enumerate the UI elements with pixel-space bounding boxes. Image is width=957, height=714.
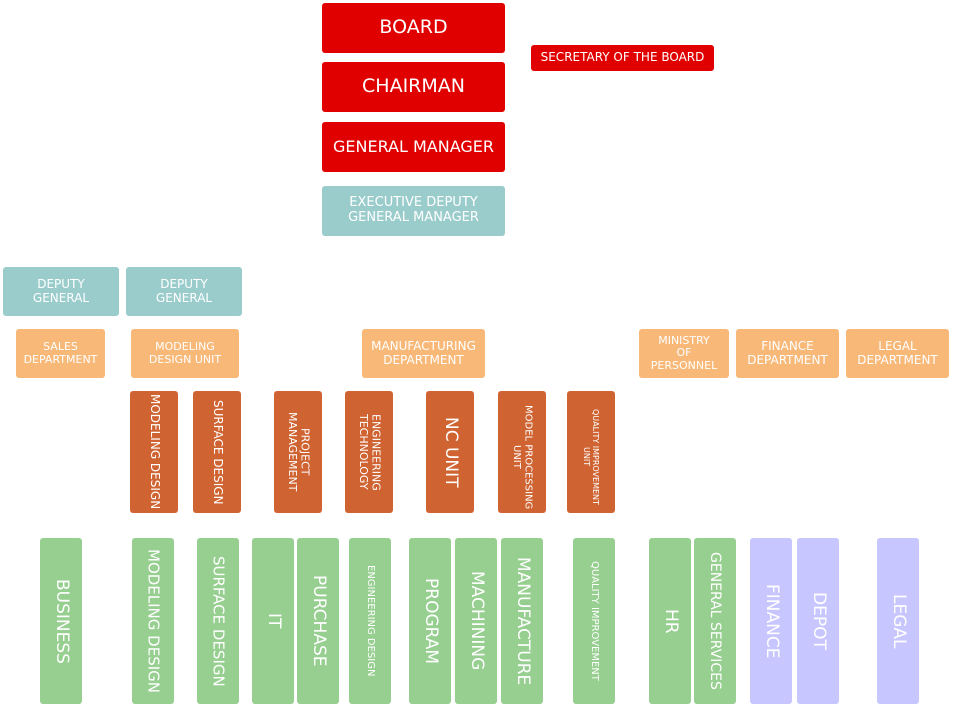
board-box: BOARD xyxy=(322,3,505,53)
deputy-general-box-1: DEPUTY GENERAL xyxy=(3,267,119,316)
secretary-box: SECRETARY OF THE BOARD xyxy=(531,45,714,71)
project-management-unit-column: PROJECT MANAGEMENT xyxy=(274,391,322,513)
depot-team-column: DEPOT xyxy=(797,538,839,704)
machining-team-column: MACHINING xyxy=(455,538,497,704)
business-team-column: BUSINESS xyxy=(40,538,82,704)
general-services-team-column: GENERAL SERVICES xyxy=(694,538,736,704)
modeling-design-unit-column: MODELING DESIGN xyxy=(130,391,178,513)
general-manager-box: GENERAL MANAGER xyxy=(322,122,505,172)
surface-design-unit-column: SURFACE DESIGN xyxy=(193,391,241,513)
quality-improvement-team-column: QUALITY IMPROVEMENT xyxy=(573,538,615,704)
legal-team-column: LEGAL xyxy=(877,538,919,704)
modeling-design-team-column: MODELING DESIGN xyxy=(132,538,174,704)
finance-team-column: FINANCE xyxy=(750,538,792,704)
model-processing-unit-column: MODEL PROCESSING UNIT xyxy=(498,391,546,513)
program-team-column: PROGRAM xyxy=(409,538,451,704)
it-team-column: IT xyxy=(252,538,294,704)
manufacture-team-column: MANUFACTURE xyxy=(501,538,543,704)
finance-department-box: FINANCE DEPARTMENT xyxy=(736,329,839,378)
ministry-of-personnel-box: MINISTRY OF PERSONNEL xyxy=(639,329,729,378)
executive-deputy-box: EXECUTIVE DEPUTY GENERAL MANAGER xyxy=(322,186,505,236)
legal-department-box: LEGAL DEPARTMENT xyxy=(846,329,949,378)
manufacturing-department-box: MANUFACTURING DEPARTMENT xyxy=(362,329,485,378)
hr-team-column: HR xyxy=(649,538,691,704)
chairman-box: CHAIRMAN xyxy=(322,62,505,112)
purchase-team-column: PURCHASE xyxy=(297,538,339,704)
deputy-general-box-2: DEPUTY GENERAL xyxy=(126,267,242,316)
modeling-design-unit-box: MODELING DESIGN UNIT xyxy=(131,329,239,378)
nc-unit-column: NC UNIT xyxy=(426,391,474,513)
engineering-design-team-column: ENGINEERING DESIGN xyxy=(349,538,391,704)
engineering-technology-unit-column: ENGINEERING TECHNOLOGY xyxy=(345,391,393,513)
sales-department-box: SALES DEPARTMENT xyxy=(16,329,105,378)
quality-improvement-unit-column: QUALITY IMPROVEMENT UNIT xyxy=(567,391,615,513)
surface-design-team-column: SURFACE DESIGN xyxy=(197,538,239,704)
